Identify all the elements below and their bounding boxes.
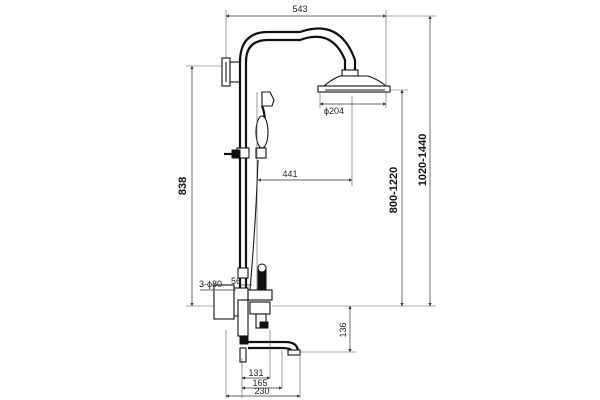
dim-spout-drop: 136 — [338, 322, 348, 337]
hand-shower — [249, 91, 275, 291]
dim-overall-width: 543 — [292, 4, 307, 14]
riser-pipe — [236, 58, 250, 290]
gooseneck-arm — [238, 27, 357, 72]
dim-head-diameter: ϕ204 — [324, 106, 344, 116]
dim-spout-165: 165 — [252, 378, 267, 388]
dim-arm-reach: 441 — [282, 169, 297, 179]
dim-total-height: 1020-1440 — [417, 134, 429, 187]
dimension-lines — [186, 10, 436, 398]
dim-mount-holes: 3-ϕ80 — [199, 279, 222, 289]
dim-pipe-offset: 56 — [231, 276, 241, 286]
shower-column — [213, 27, 391, 363]
dim-rail-height: 838 — [177, 177, 189, 195]
dim-spout-230: 230 — [254, 386, 269, 396]
dim-outlet-height: 800-1220 — [388, 167, 400, 214]
diverter-upper — [224, 149, 241, 159]
shower-head — [317, 69, 391, 93]
wall-bracket-upper — [221, 57, 241, 87]
spout — [237, 299, 301, 363]
dim-spout-131: 131 — [248, 368, 263, 378]
